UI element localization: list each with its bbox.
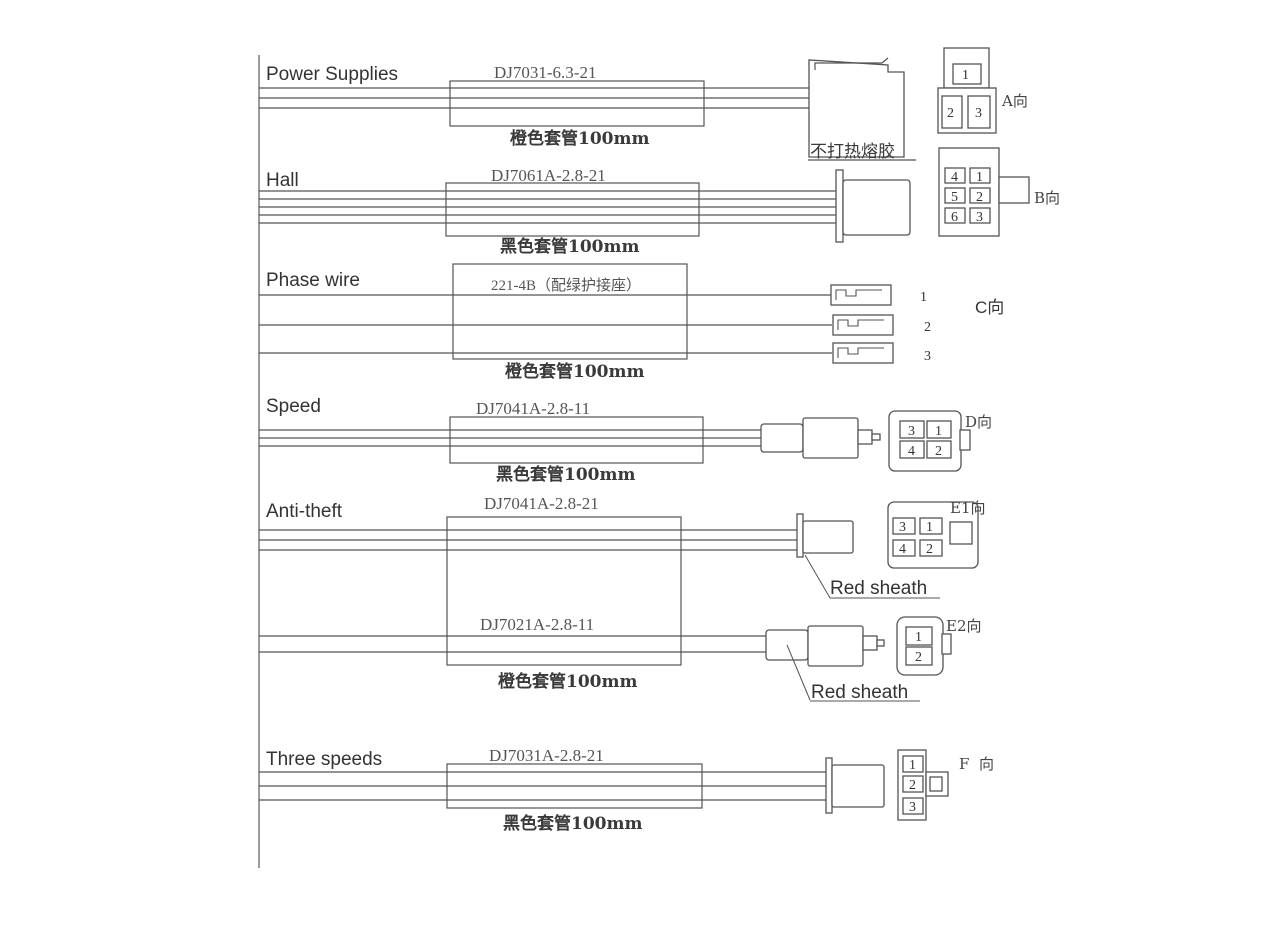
phase-wire-label: Phase wire bbox=[266, 270, 360, 291]
phase-terminal-number-3: 3 bbox=[924, 349, 931, 364]
anti-theft-e2-plug-tip bbox=[862, 635, 878, 651]
speed-plug-pin bbox=[871, 433, 881, 441]
three-speeds-direction-label: F 向 bbox=[959, 755, 994, 773]
hall-label: Hall bbox=[266, 170, 299, 191]
anti-theft-connector-code: DJ7041A-2.8-21 bbox=[484, 494, 599, 513]
speed-pin-2: 2 bbox=[935, 444, 942, 459]
anti-theft-e2-connector-code: DJ7021A-2.8-11 bbox=[480, 615, 594, 634]
anti-theft-e2-pin-2: 2 bbox=[915, 650, 922, 665]
anti-theft-sheath-leader bbox=[804, 554, 831, 599]
speed-plug-tip bbox=[857, 429, 873, 445]
power-plug-body bbox=[808, 59, 905, 158]
hall-plug-body bbox=[842, 179, 911, 236]
three-speeds-pin-3: 3 bbox=[909, 800, 916, 815]
anti-theft-pin-4: 4 bbox=[899, 542, 906, 557]
anti-theft-pin-1: 1 bbox=[926, 520, 933, 535]
three-speeds-face-f: 1 2 3 bbox=[897, 749, 949, 821]
hall-pin-4: 4 bbox=[951, 170, 958, 185]
three-speeds-connector-code: DJ7031A-2.8-21 bbox=[489, 746, 604, 765]
speed-sleeve-label: 黑色套管100mm bbox=[496, 464, 635, 485]
hall-sleeve-box bbox=[445, 182, 700, 237]
hall-pin-1: 1 bbox=[976, 170, 983, 185]
anti-theft-pin-3: 3 bbox=[899, 520, 906, 535]
hall-pin-3: 3 bbox=[976, 210, 983, 225]
power-pin-3: 3 bbox=[975, 106, 982, 121]
power-no-hotmelt-note: 不打热熔胶 bbox=[810, 142, 895, 162]
anti-theft-label: Anti-theft bbox=[266, 501, 343, 522]
speed-plug-sleeve bbox=[760, 423, 804, 453]
power-sleeve-box bbox=[449, 80, 705, 127]
phase-wire-section: Phase wire 221-4B（配绿护接座） 橙色套管100mm 1 2 3… bbox=[259, 263, 1004, 382]
three-speeds-pin-1: 1 bbox=[909, 758, 916, 773]
hall-plug-flange bbox=[835, 169, 844, 243]
anti-theft-e2-plug-body bbox=[807, 625, 864, 667]
three-speeds-pin-2: 2 bbox=[909, 778, 916, 793]
anti-theft-plug-body bbox=[802, 520, 854, 554]
anti-theft-pin-2: 2 bbox=[926, 542, 933, 557]
power-supplies-section: Power Supplies DJ7031-6.3-21 橙色套管100mm 不… bbox=[259, 47, 1028, 162]
speed-plug-body bbox=[802, 417, 859, 459]
speed-sleeve-box bbox=[449, 416, 704, 464]
power-pin-1: 1 bbox=[962, 68, 969, 83]
anti-theft-face-e2: 1 2 bbox=[896, 616, 952, 676]
phase-terminal-number-1: 1 bbox=[920, 290, 927, 305]
anti-theft-face-e1: 3 1 4 2 bbox=[887, 501, 979, 569]
speed-face-d: 3 1 4 2 bbox=[888, 410, 971, 472]
power-connector-code: DJ7031-6.3-21 bbox=[494, 63, 596, 82]
phase-sleeve-box bbox=[452, 263, 688, 360]
power-pin-2: 2 bbox=[947, 106, 954, 121]
speed-label: Speed bbox=[266, 396, 321, 417]
phase-terminal-3 bbox=[832, 342, 894, 364]
hall-connector-code: DJ7061A-2.8-21 bbox=[491, 166, 606, 185]
speed-pin-4: 4 bbox=[908, 444, 915, 459]
three-speeds-sleeve-box bbox=[446, 763, 703, 809]
anti-theft-e1-direction-label: E1向 bbox=[950, 499, 986, 517]
anti-theft-plug-flange bbox=[796, 513, 804, 558]
phase-direction-label: C向 bbox=[975, 298, 1004, 317]
hall-direction-label: B向 bbox=[1034, 189, 1060, 207]
anti-theft-sleeve-box bbox=[446, 516, 682, 666]
anti-theft-e2-plug-pin bbox=[876, 639, 885, 647]
phase-terminal-2 bbox=[832, 314, 894, 336]
hall-section: Hall DJ7061A-2.8-21 黑色套管100mm 4 1 5 2 6 … bbox=[259, 147, 1060, 257]
hall-sleeve-label: 黑色套管100mm bbox=[500, 236, 639, 257]
anti-theft-section: Anti-theft DJ7041A-2.8-21 Red sheath 3 1… bbox=[259, 494, 986, 703]
anti-theft-e2-direction-label: E2向 bbox=[946, 617, 982, 635]
hall-pin-6: 6 bbox=[951, 210, 958, 225]
three-speeds-plug-flange bbox=[825, 757, 833, 814]
power-plug-latch bbox=[814, 57, 889, 70]
speed-direction-label: D向 bbox=[965, 413, 992, 431]
phase-sleeve-label: 橙色套管100mm bbox=[505, 361, 644, 382]
power-sleeve-label: 橙色套管100mm bbox=[510, 128, 649, 149]
three-speeds-plug-body bbox=[831, 764, 885, 808]
hall-pin-5: 5 bbox=[951, 190, 958, 205]
three-speeds-label: Three speeds bbox=[266, 749, 382, 770]
phase-terminal-1 bbox=[830, 284, 892, 306]
anti-theft-e2-sheath-leader bbox=[786, 644, 811, 701]
three-speeds-section: Three speeds DJ7031A-2.8-21 黑色套管100mm 1 … bbox=[259, 746, 994, 834]
three-speeds-sleeve-label: 黑色套管100mm bbox=[503, 813, 642, 834]
anti-theft-red-sheath-label: Red sheath bbox=[830, 578, 927, 599]
phase-terminal-number-2: 2 bbox=[924, 320, 931, 335]
speed-pin-3: 3 bbox=[908, 424, 915, 439]
hall-face-b: 4 1 5 2 6 3 bbox=[938, 147, 1030, 237]
anti-theft-e2-red-sheath-label: Red sheath bbox=[811, 682, 908, 703]
hall-pin-2: 2 bbox=[976, 190, 983, 205]
power-face-a: 1 2 3 bbox=[937, 47, 997, 134]
phase-connector-code: 221-4B（配绿护接座） bbox=[491, 277, 641, 294]
power-supplies-label: Power Supplies bbox=[266, 64, 398, 85]
anti-theft-e2-pin-1: 1 bbox=[915, 630, 922, 645]
speed-connector-code: DJ7041A-2.8-11 bbox=[476, 399, 590, 418]
speed-section: Speed DJ7041A-2.8-11 黑色套管100mm 3 1 4 2 D… bbox=[259, 396, 992, 485]
speed-pin-1: 1 bbox=[935, 424, 942, 439]
power-direction-label: A向 bbox=[1001, 92, 1028, 110]
anti-theft-e2-sleeve-label: 橙色套管100mm bbox=[498, 671, 637, 692]
